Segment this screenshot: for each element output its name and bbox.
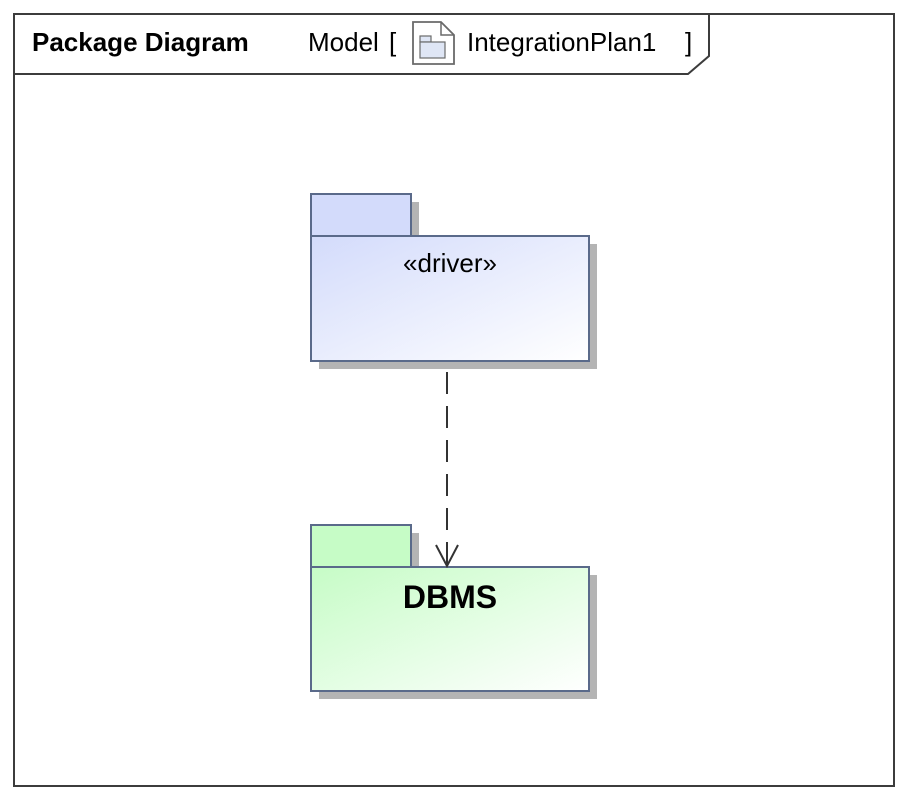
package-dbms-body bbox=[310, 566, 590, 692]
close-bracket: ] bbox=[685, 27, 692, 57]
package-diagram-icon bbox=[412, 21, 455, 65]
package-driver-body bbox=[310, 235, 590, 362]
frame-header-tab bbox=[13, 13, 710, 75]
package-dbms-name: DBMS bbox=[403, 579, 497, 615]
dependency-arrowhead bbox=[435, 544, 459, 569]
package-dbms-tab bbox=[310, 524, 412, 568]
package-dbms[interactable]: DBMS bbox=[310, 524, 597, 699]
package-driver[interactable]: «driver» bbox=[310, 193, 597, 369]
package-driver-tab bbox=[310, 193, 412, 237]
diagram-name-label: IntegrationPlan1 bbox=[467, 27, 656, 57]
diagram-kind-label: Package Diagram bbox=[32, 27, 249, 57]
package-driver-stereotype: «driver» bbox=[403, 248, 497, 278]
dependency-driver-to-dbms[interactable] bbox=[435, 372, 459, 569]
open-bracket: [ bbox=[389, 27, 397, 57]
diagram-owner-label: Model bbox=[308, 27, 379, 57]
